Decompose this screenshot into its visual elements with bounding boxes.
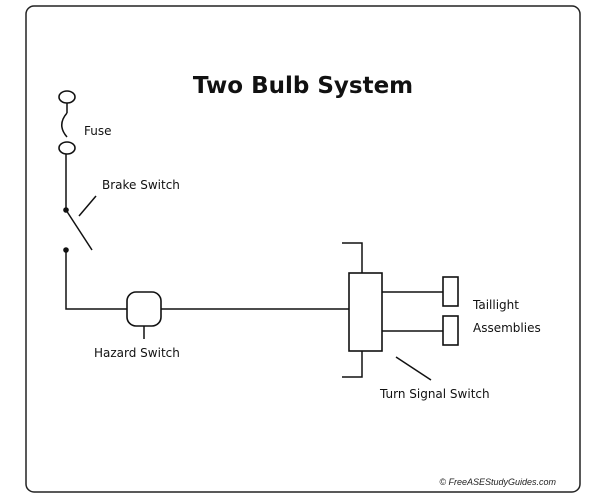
fuse-bottom-terminal	[58, 141, 76, 155]
turn-signal-switch-label: Turn Signal Switch	[379, 387, 490, 401]
brake-switch-leader	[78, 195, 97, 217]
diagram-title: Two Bulb System	[193, 73, 413, 99]
brake-switch-label: Brake Switch	[102, 178, 180, 192]
taillight-bulb-lower	[442, 315, 459, 346]
wire-brake-to-hazard-switch	[65, 250, 127, 310]
credit-text: © FreeASEStudyGuides.com	[439, 477, 556, 487]
diagram-frame	[25, 5, 581, 493]
taillight-bulb-upper	[442, 276, 459, 307]
fuse-top-terminal	[58, 90, 76, 104]
turn-signal-switch-body	[348, 272, 383, 352]
fuse-label: Fuse	[84, 124, 112, 138]
turn-signal-switch	[342, 242, 383, 378]
brake-switch-blade	[65, 209, 93, 251]
hazard-switch-label: Hazard Switch	[94, 346, 180, 360]
fuse-element	[61, 112, 68, 138]
hazard-switch	[126, 291, 162, 327]
turn-signal-bracket-bottom	[342, 351, 363, 378]
taillight-label-line1: Taillight	[472, 298, 519, 312]
turn-signal-bracket-top	[342, 242, 363, 273]
turn-signal-switch-leader	[395, 356, 432, 381]
fuse	[58, 90, 76, 155]
taillight-label-line2: Assemblies	[473, 321, 541, 335]
